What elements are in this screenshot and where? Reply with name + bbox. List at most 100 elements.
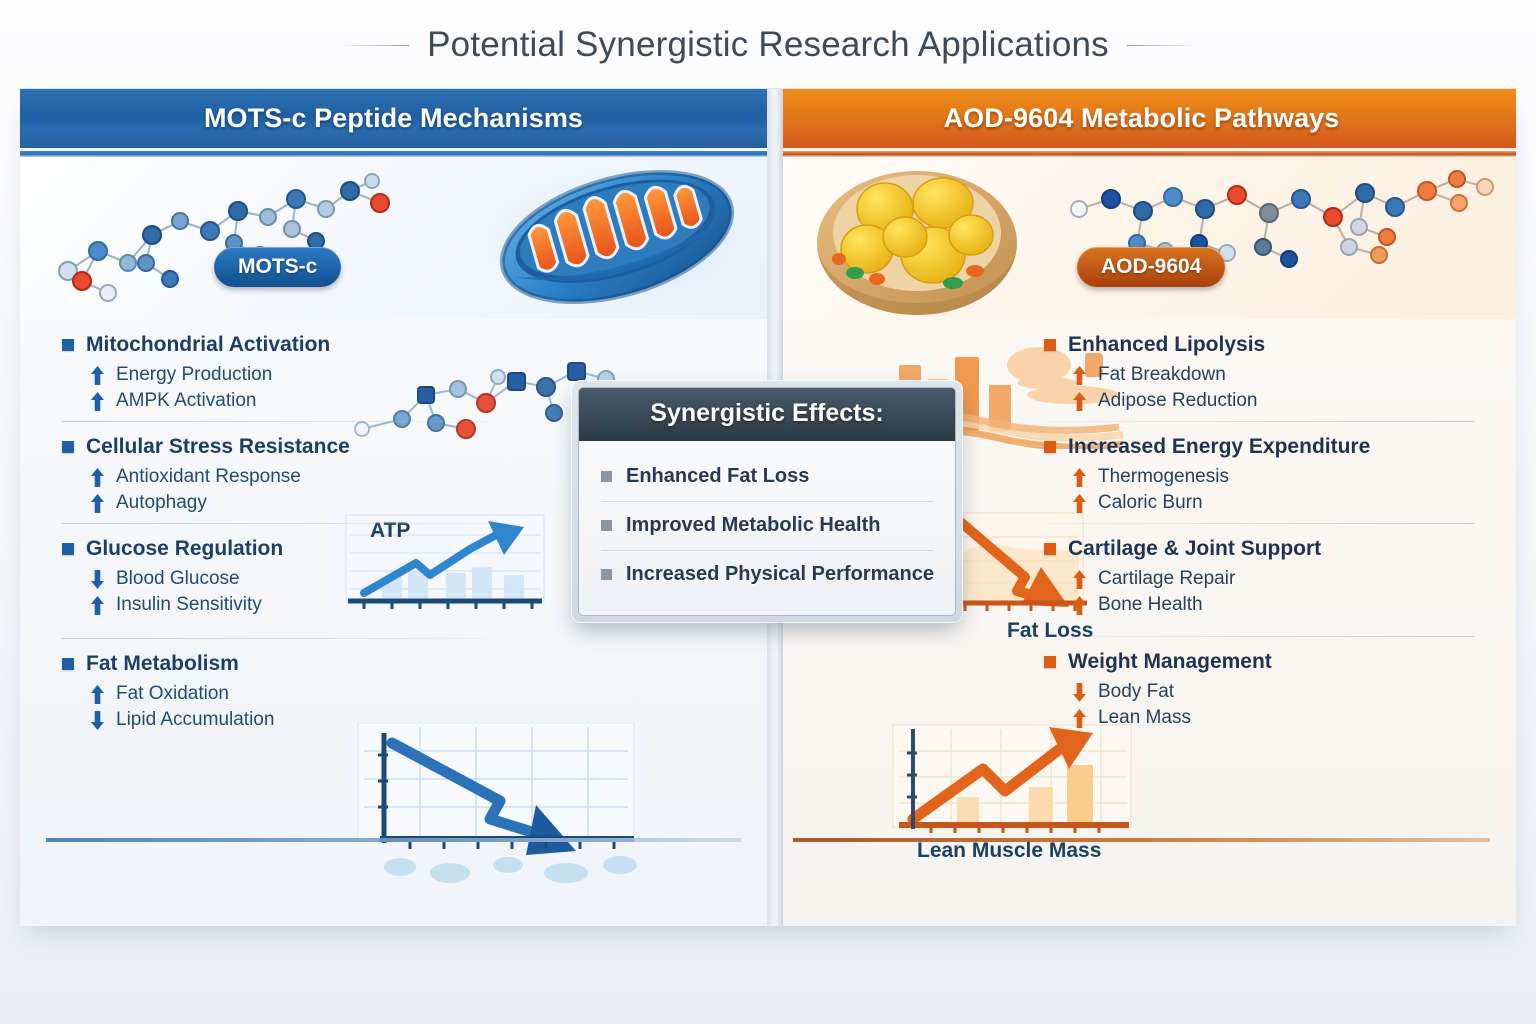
arrow-up-icon	[91, 467, 104, 487]
group-cellular-stress-resistance: Cellular Stress Resistance Antioxidant R…	[62, 435, 492, 514]
arrow-up-icon	[91, 595, 104, 615]
right-hero-illustration: AOD-9604	[767, 151, 1516, 319]
arrow-up-icon	[1073, 493, 1086, 513]
fat-cells-bowl-icon	[817, 171, 1017, 315]
group-title: Mitochondrial Activation	[86, 333, 331, 356]
molecule-icon	[1070, 170, 1494, 268]
synergy-panel-header: Synergistic Effects:	[579, 388, 955, 441]
bullet-square-icon	[601, 569, 612, 580]
sub-item-label: Lipid Accumulation	[116, 709, 275, 730]
group-title: Glucose Regulation	[86, 537, 284, 560]
bullet-square-icon	[1044, 339, 1056, 351]
right-column-header: AOD-9604 Metabolic Pathways	[767, 89, 1516, 151]
synergy-item-label: Enhanced Fat Loss	[626, 465, 810, 487]
arrow-down-icon	[91, 710, 104, 730]
sub-item: Energy Production	[90, 364, 492, 386]
bullet-square-icon	[601, 520, 612, 531]
left-column-header: MOTS-c Peptide Mechanisms	[20, 89, 767, 151]
bullet-square-icon	[62, 339, 74, 351]
bullet-square-icon	[601, 471, 612, 482]
molecule-icon	[58, 173, 390, 302]
sub-item: Caloric Burn	[1072, 492, 1474, 514]
mots-c-badge: MOTS-c	[214, 247, 342, 287]
sub-item: Fat Oxidation	[90, 683, 492, 705]
aod-9604-molecule-illustration	[1057, 151, 1516, 319]
synergy-item-label: Improved Metabolic Health	[626, 514, 881, 536]
sub-item: Fat Breakdown	[1072, 364, 1474, 386]
sub-item: Adipose Reduction	[1072, 390, 1474, 412]
sub-item-label: Fat Breakdown	[1098, 364, 1226, 385]
left-bottom-rule	[46, 838, 741, 842]
sub-item-label: Caloric Burn	[1098, 492, 1203, 513]
fat-cells-bowl-illustration	[767, 151, 1057, 319]
arrow-down-icon	[91, 569, 104, 589]
title-rule-right	[1126, 44, 1199, 46]
group-title: Fat Metabolism	[86, 652, 239, 675]
list-divider	[62, 638, 492, 639]
sub-item-label: AMPK Activation	[116, 390, 257, 411]
group-title: Enhanced Lipolysis	[1068, 333, 1266, 356]
bullet-square-icon	[1044, 543, 1056, 555]
sub-item-label: Autophagy	[116, 492, 207, 513]
list-divider	[62, 421, 492, 422]
synergy-item: Improved Metabolic Health	[601, 501, 933, 550]
left-mechanism-list: Mitochondrial Activation Energy Producti…	[62, 333, 492, 735]
bullet-square-icon	[62, 543, 74, 555]
sub-item-label: Fat Oxidation	[116, 683, 229, 704]
arrow-up-icon	[1073, 569, 1086, 589]
synergistic-effects-panel: Synergistic Effects: Enhanced Fat Loss I…	[571, 380, 963, 623]
arrow-up-icon	[1073, 595, 1086, 615]
synergy-item-label: Increased Physical Performance	[626, 563, 934, 585]
sub-item: Insulin Sensitivity	[90, 594, 492, 616]
sub-item-label: Bone Health	[1098, 594, 1203, 615]
mitochondria-illustration	[467, 151, 767, 319]
mitochondria-icon	[469, 163, 765, 315]
lean-muscle-chart-decoration	[879, 719, 1149, 854]
sub-item: Thermogenesis	[1072, 466, 1474, 488]
group-title: Cellular Stress Resistance	[86, 435, 350, 458]
left-decline-chart-decoration	[340, 709, 650, 894]
lean-muscle-growth-chart-icon	[892, 724, 1132, 833]
page-title: Potential Synergistic Research Applicati…	[427, 25, 1109, 64]
sub-item: Autophagy	[90, 492, 492, 514]
arrow-up-icon	[91, 365, 104, 385]
arrow-down-icon	[1073, 682, 1086, 702]
sub-item: Lean Mass	[1072, 707, 1474, 729]
left-header-underline	[20, 151, 767, 157]
group-cartilage-joint-support: Cartilage & Joint Support Cartilage Repa…	[1044, 537, 1474, 616]
arrow-up-icon	[91, 684, 104, 704]
page-title-row: Potential Synergistic Research Applicati…	[0, 14, 1536, 76]
group-title: Cartilage & Joint Support	[1068, 537, 1322, 560]
sub-item-label: Antioxidant Response	[116, 466, 301, 487]
synergy-panel-title: Synergistic Effects:	[650, 399, 884, 427]
bullet-square-icon	[62, 441, 74, 453]
bullet-square-icon	[1044, 656, 1056, 668]
arrow-up-icon	[91, 391, 104, 411]
right-header-underline	[767, 151, 1516, 157]
left-column-mots-c: MOTS-c Peptide Mechanisms	[20, 89, 767, 926]
synergy-panel-body: Enhanced Fat Loss Improved Metabolic Hea…	[579, 441, 955, 615]
lean-muscle-chart-label: Lean Muscle Mass	[917, 839, 1102, 862]
group-weight-management: Weight Management Body Fat Lean Mass	[1044, 650, 1474, 729]
arrow-up-icon	[1073, 391, 1086, 411]
sub-item-label: Energy Production	[116, 364, 273, 385]
left-hero-illustration: MOTS-c	[20, 151, 767, 319]
list-divider	[1044, 636, 1474, 637]
bullet-square-icon	[1044, 441, 1056, 453]
decline-trend-chart-icon	[357, 722, 637, 883]
sub-item-label: Blood Glucose	[116, 568, 240, 589]
columns-container: MOTS-c Peptide Mechanisms	[20, 89, 1516, 926]
right-column-title: AOD-9604 Metabolic Pathways	[943, 103, 1340, 133]
group-increased-energy-expenditure: Increased Energy Expenditure Thermogenes…	[1044, 435, 1474, 514]
arrow-up-icon	[91, 493, 104, 513]
sub-item: AMPK Activation	[90, 390, 492, 412]
left-column-title: MOTS-c Peptide Mechanisms	[203, 103, 584, 133]
right-pathway-list: Enhanced Lipolysis Fat Breakdown Adipose…	[1044, 333, 1474, 733]
synergy-item: Enhanced Fat Loss	[601, 453, 933, 501]
list-divider	[1044, 421, 1474, 422]
sub-item-label: Cartilage Repair	[1098, 568, 1236, 589]
arrow-up-icon	[1073, 365, 1086, 385]
group-title: Weight Management	[1068, 650, 1272, 673]
arrow-up-icon	[1073, 708, 1086, 728]
sub-item-label: Insulin Sensitivity	[116, 594, 262, 615]
